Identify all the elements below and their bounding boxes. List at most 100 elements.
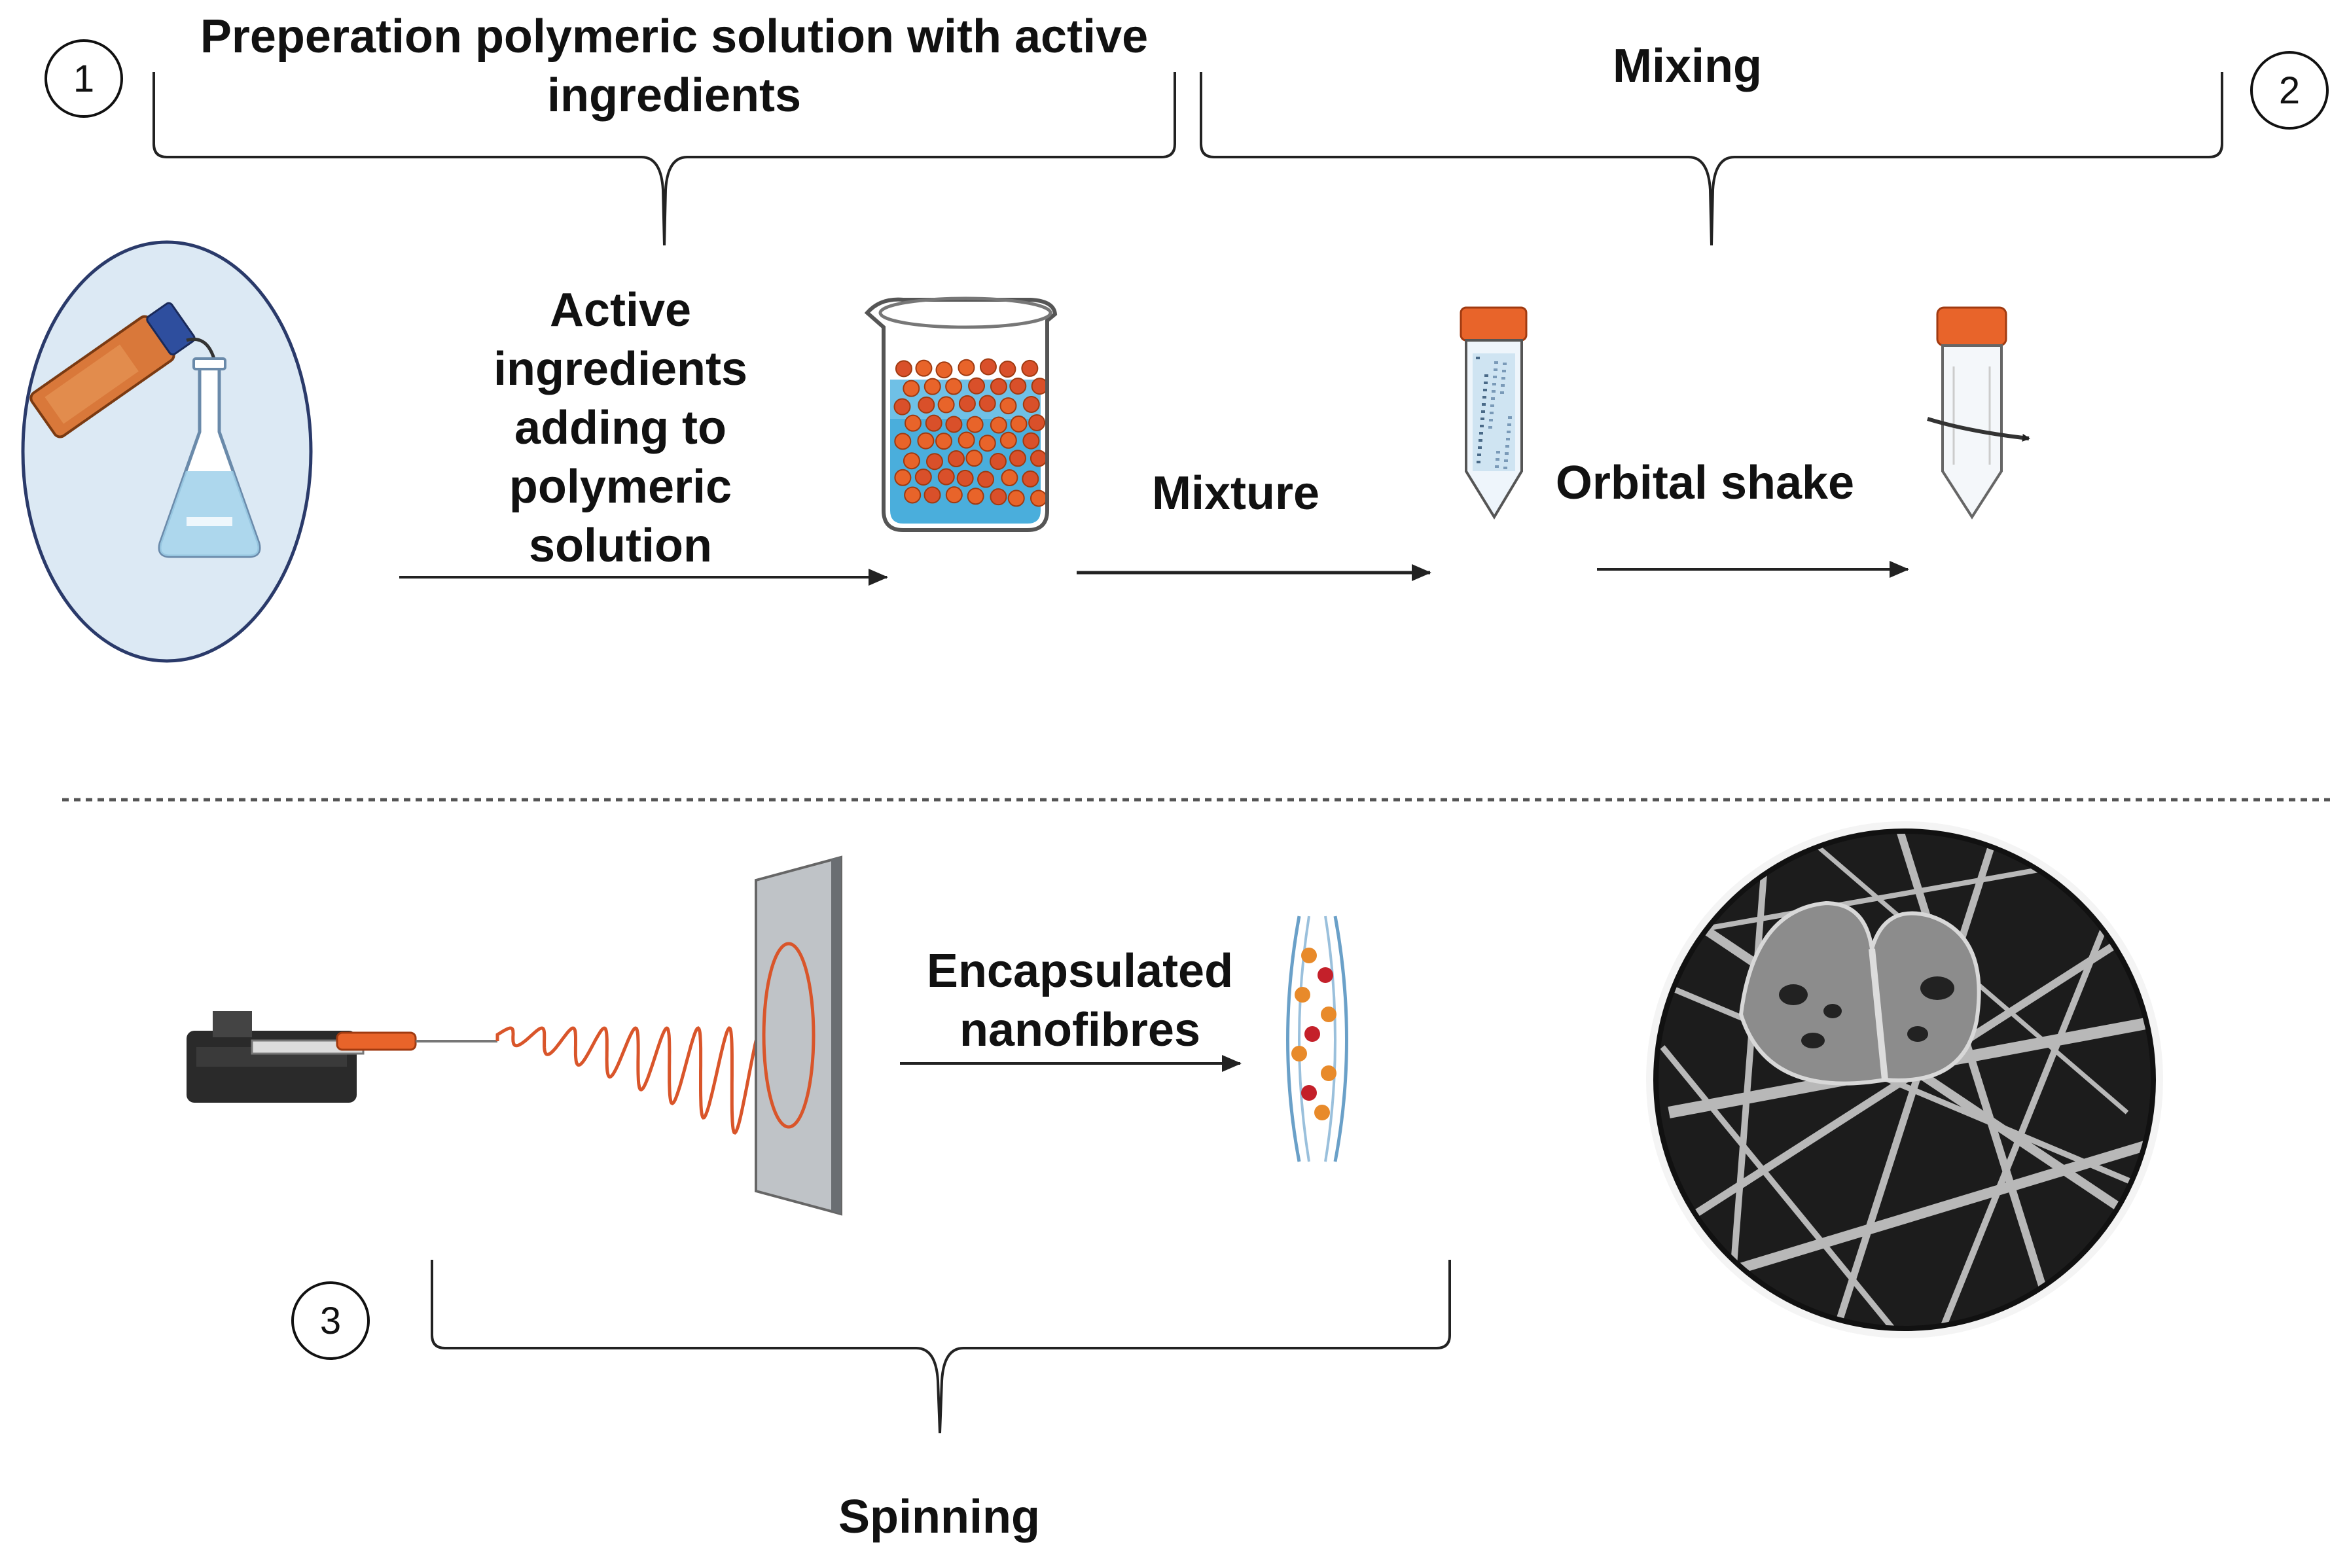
particle [999, 397, 1017, 415]
fibre-particle [1295, 987, 1310, 1003]
particle [999, 361, 1016, 378]
particle [958, 395, 976, 412]
particle [956, 469, 974, 487]
step-1-number: 1 [73, 58, 94, 100]
fibre-particle [1321, 1065, 1336, 1081]
tube-speck [1492, 383, 1496, 385]
particle [923, 378, 941, 395]
particle [977, 471, 995, 488]
particle [1009, 377, 1027, 395]
active-ingredients-label: Active ingredients adding to polymeric s… [493, 284, 747, 572]
orbital-shake-label: Orbital shake [1556, 457, 1854, 509]
tube-speck [1505, 452, 1509, 455]
particle [1001, 469, 1018, 487]
fibre-particle [1318, 967, 1333, 983]
particle [923, 486, 941, 504]
particle [915, 359, 933, 377]
tube-speck [1482, 396, 1486, 399]
particle [925, 453, 943, 471]
tube-speck [1506, 438, 1510, 440]
tube-speck [1476, 357, 1480, 359]
orange-particles [893, 358, 1049, 507]
particle [925, 414, 942, 432]
particle [945, 486, 963, 504]
particle [935, 361, 953, 379]
particle [965, 450, 983, 467]
particle [1022, 395, 1040, 413]
flask-pour-illustration [21, 240, 313, 663]
step-1-title-line2: ingredients [547, 69, 801, 122]
particle [978, 435, 996, 452]
particle [967, 488, 984, 505]
sem-fibre [1725, 831, 1770, 1328]
particle [945, 416, 963, 433]
particle [958, 431, 975, 449]
tube-speck [1504, 459, 1508, 462]
tube-speck [1492, 390, 1496, 393]
particle [1007, 490, 1025, 507]
particle [903, 380, 920, 397]
tube-speck [1496, 451, 1500, 454]
particle [1022, 470, 1039, 488]
step-1-title-line1: Preperation polymeric solution with acti… [200, 10, 1148, 63]
tube-speck [1507, 431, 1511, 433]
tube-speck [1484, 382, 1488, 384]
particle [958, 359, 975, 376]
active-ingredients-line2: ingredients [493, 343, 747, 395]
step-2-title: Mixing [1613, 40, 1762, 92]
tube-speck [1503, 363, 1507, 365]
fibre-particle [1301, 1085, 1317, 1101]
step-1-brace [152, 72, 1176, 246]
step-2-brace [1200, 72, 2223, 246]
particle [966, 416, 984, 433]
particle [945, 378, 963, 395]
tube-speck [1480, 425, 1484, 427]
particle [989, 453, 1007, 471]
particle [947, 450, 965, 468]
tube-speck [1501, 384, 1505, 387]
bottle-pour-icon [29, 302, 196, 438]
tube-speck [1491, 397, 1495, 400]
particle [1030, 450, 1047, 467]
particle [978, 395, 996, 412]
fibre-particle [1301, 948, 1317, 963]
active-ingredients-line3: adding to [514, 402, 726, 454]
particle [918, 396, 935, 414]
step-1-marker: 1 [45, 39, 123, 118]
tube-speck [1505, 445, 1509, 448]
step-3-marker: 3 [291, 1281, 370, 1360]
tube-speck [1484, 374, 1488, 377]
tube-speck [1493, 376, 1497, 378]
particle [990, 488, 1007, 506]
particle [894, 433, 912, 450]
step-2-marker: 2 [2250, 51, 2329, 130]
tube-speck [1490, 404, 1494, 407]
step-2-number: 2 [2279, 69, 2300, 112]
particle [937, 468, 955, 486]
tube-speck [1488, 426, 1492, 429]
tube-speck [1502, 370, 1506, 372]
sem-fibre [1660, 1045, 1901, 1328]
sem-micrograph-icon [1646, 821, 2163, 1338]
tube-speck [1496, 458, 1499, 461]
fibre-particle [1291, 1046, 1307, 1061]
sem-capsule [1738, 900, 1981, 1086]
fibre-particles [1291, 948, 1336, 1120]
tube-speck [1479, 432, 1483, 435]
tube-speck [1483, 389, 1487, 391]
particle [1021, 359, 1039, 377]
particle [979, 358, 997, 376]
particle [990, 378, 1007, 395]
sem-fibre [1656, 978, 2153, 1194]
sem-fibre [1894, 831, 2066, 1328]
tube-speck [1494, 361, 1498, 364]
particle [914, 468, 932, 486]
particle [917, 432, 935, 450]
particle [937, 396, 955, 414]
sem-fibre [1934, 902, 2117, 1328]
nanofibre-icon [1286, 916, 1348, 1162]
tube-speck [1494, 368, 1497, 371]
particle [1010, 415, 1028, 433]
shaken-tube-icon [1927, 306, 2030, 520]
tube-icon [1460, 306, 1528, 520]
